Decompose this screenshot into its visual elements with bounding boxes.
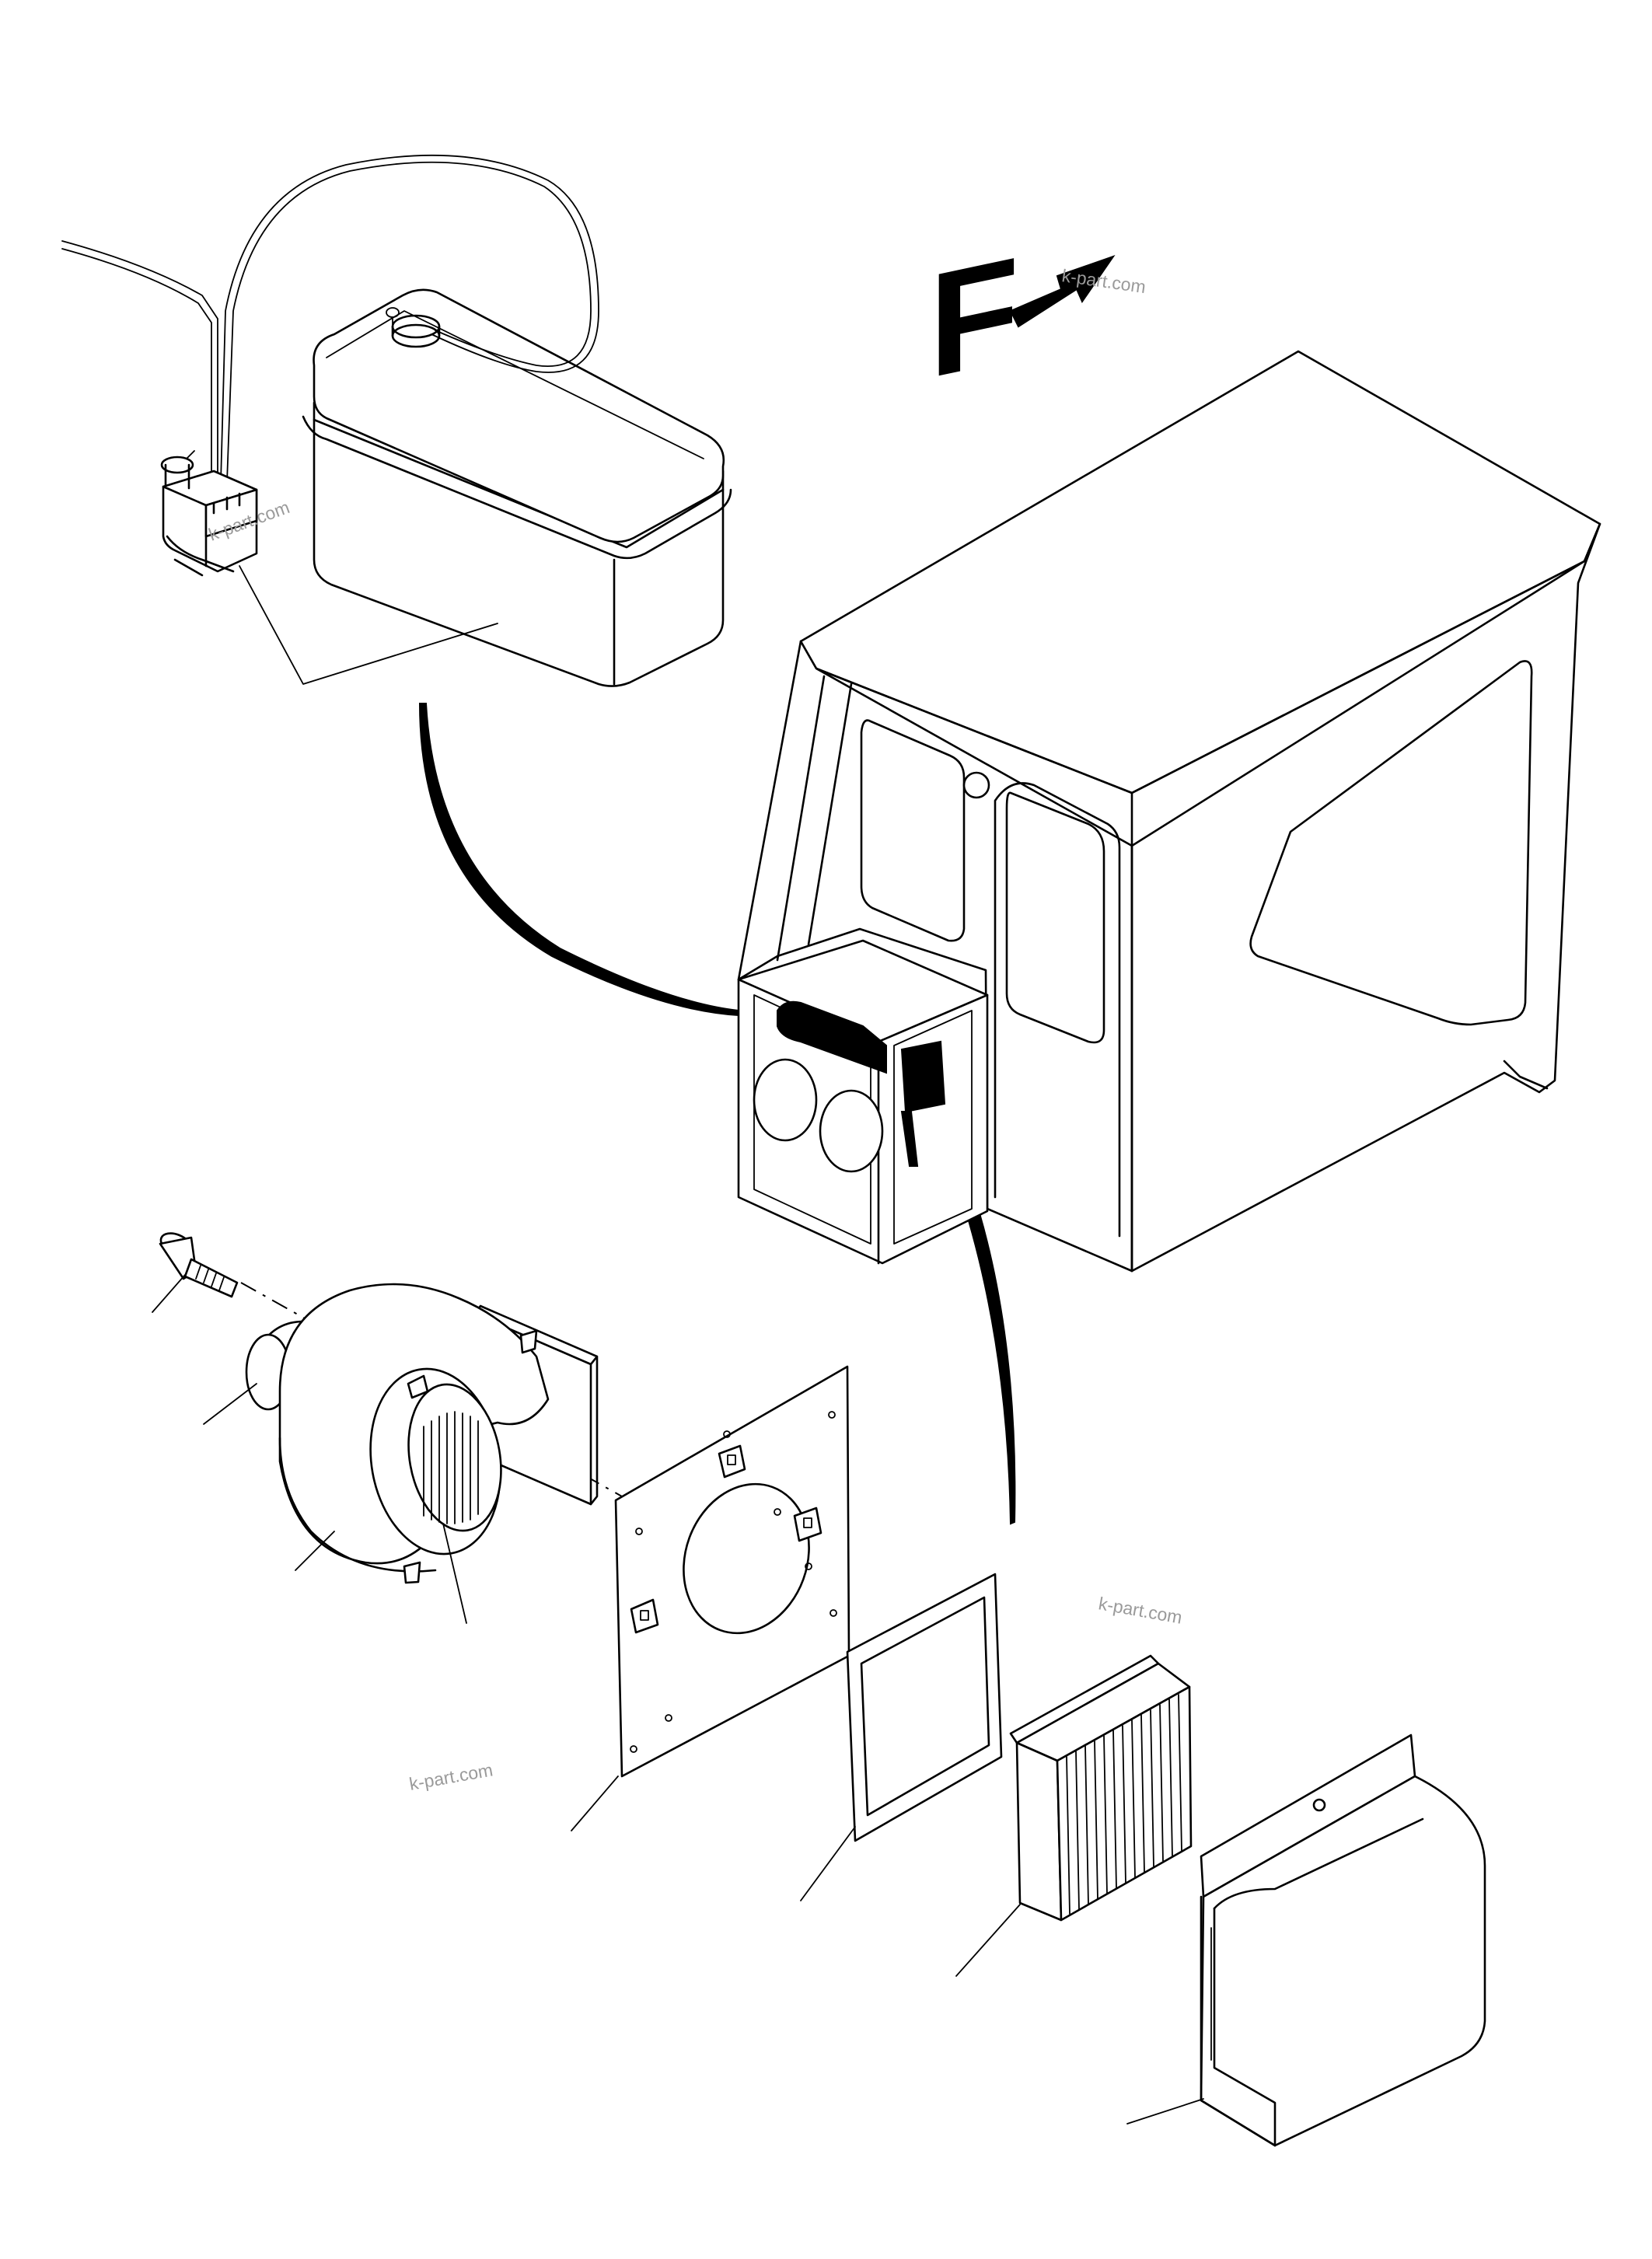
leader-lines-tank xyxy=(239,565,498,685)
front-direction-indicator: F xyxy=(929,225,1116,410)
blower-fan-assembly xyxy=(245,1283,599,1584)
plate-holes xyxy=(630,1411,837,1753)
fan-blades xyxy=(423,1411,479,1524)
cab xyxy=(737,350,1601,1273)
mounting-plate xyxy=(614,1365,850,1778)
bolt xyxy=(159,1232,239,1298)
watermark-3: k-part.com xyxy=(1097,1593,1184,1627)
washer-tank xyxy=(302,288,732,687)
washer-pump-motor xyxy=(160,450,258,577)
callout-leaders xyxy=(152,1274,1204,2125)
gasket xyxy=(846,1573,1003,1842)
air-filter xyxy=(1009,1654,1193,1922)
washer-hose xyxy=(61,154,599,483)
filter-cover xyxy=(1200,1734,1486,2147)
filter-pleats xyxy=(1066,1694,1182,1915)
direction-arrow-icon xyxy=(1009,255,1116,328)
direction-label: F xyxy=(929,225,1019,409)
watermark-4: k-part.com xyxy=(407,1759,494,1793)
plate-nuts xyxy=(630,1444,823,1634)
